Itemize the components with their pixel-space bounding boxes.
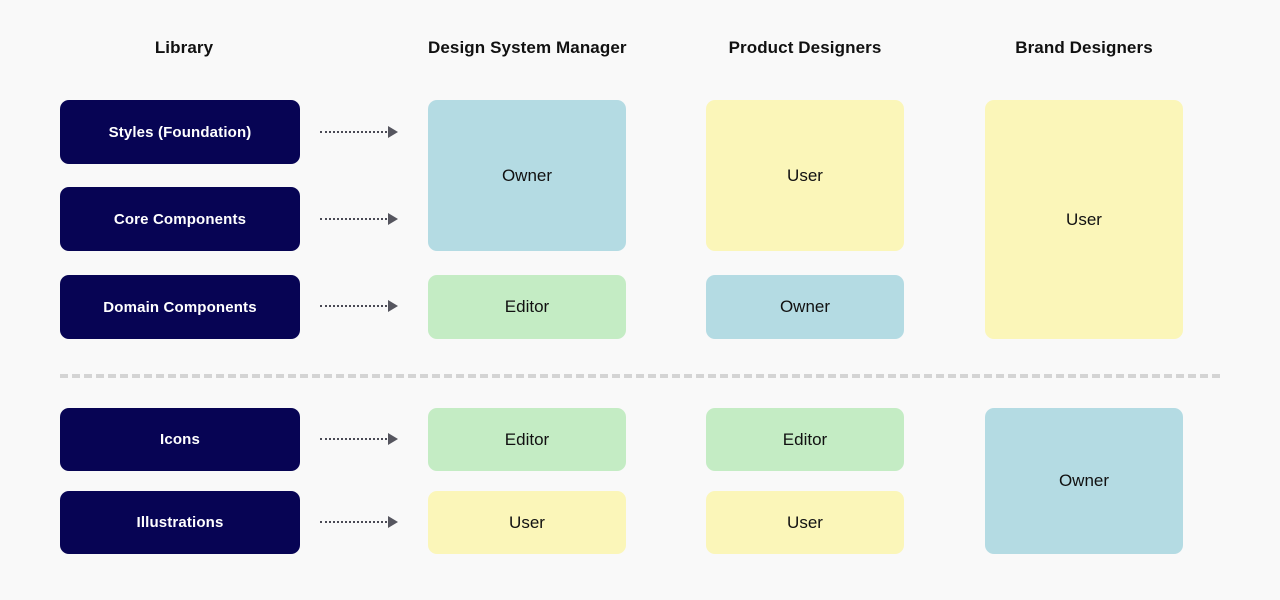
library-cell-core-components[interactable]: Core Components [60, 187, 300, 251]
role-cell-brand-user-all[interactable]: User [985, 100, 1183, 339]
connector-arrow-core-components [320, 213, 398, 225]
column-header-product-designers: Product Designers [728, 38, 882, 57]
arrowhead-icon [388, 516, 398, 528]
role-cell-product-owner-domain[interactable]: Owner [706, 275, 904, 339]
dotted-line-icon [320, 521, 387, 523]
library-cell-illustrations[interactable]: Illustrations [60, 491, 300, 554]
arrowhead-icon [388, 433, 398, 445]
connector-arrow-illustrations [320, 516, 398, 528]
column-header-brand-designers: Brand Designers [1015, 38, 1153, 57]
role-cell-product-user-illustrations[interactable]: User [706, 491, 904, 554]
role-cell-dsm-user-illustrations[interactable]: User [428, 491, 626, 554]
section-divider [60, 374, 1220, 378]
arrowhead-icon [388, 213, 398, 225]
dotted-line-icon [320, 305, 387, 307]
column-header-design-system-manager: Design System Manager [428, 38, 627, 57]
column-header-library: Library [154, 38, 214, 57]
role-cell-product-user-styles-core[interactable]: User [706, 100, 904, 251]
library-cell-domain-components[interactable]: Domain Components [60, 275, 300, 339]
role-cell-dsm-editor-domain[interactable]: Editor [428, 275, 626, 339]
arrowhead-icon [388, 126, 398, 138]
role-cell-dsm-editor-icons[interactable]: Editor [428, 408, 626, 471]
connector-arrow-domain-components [320, 300, 398, 312]
role-cell-product-editor-icons[interactable]: Editor [706, 408, 904, 471]
dotted-line-icon [320, 438, 387, 440]
dotted-line-icon [320, 131, 387, 133]
role-cell-dsm-owner-styles-core[interactable]: Owner [428, 100, 626, 251]
connector-arrow-styles-foundation [320, 126, 398, 138]
role-cell-brand-owner-assets[interactable]: Owner [985, 408, 1183, 554]
connector-arrow-icons [320, 433, 398, 445]
library-cell-styles-foundation[interactable]: Styles (Foundation) [60, 100, 300, 164]
arrowhead-icon [388, 300, 398, 312]
library-cell-icons[interactable]: Icons [60, 408, 300, 471]
dotted-line-icon [320, 218, 387, 220]
